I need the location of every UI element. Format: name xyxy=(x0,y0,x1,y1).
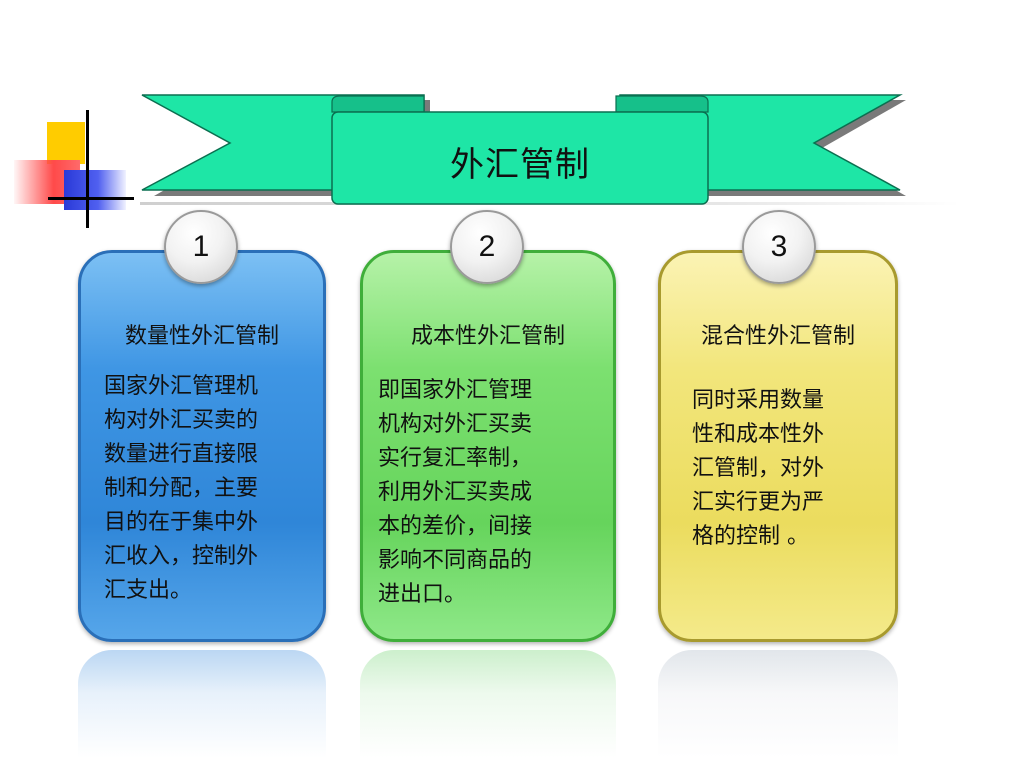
card-mixed xyxy=(658,250,898,642)
card-cost xyxy=(360,250,616,642)
card-2-reflection xyxy=(360,650,616,758)
title-ribbon xyxy=(141,94,906,205)
blue-square xyxy=(64,170,126,210)
corner-decoration xyxy=(0,100,140,230)
card-1-reflection xyxy=(78,650,326,758)
number-badge-3: 3 xyxy=(742,210,816,284)
vertical-line xyxy=(86,110,89,228)
page-title: 外汇管制 xyxy=(450,144,590,185)
card-3-reflection xyxy=(658,650,898,758)
card-quantitative xyxy=(78,250,326,642)
number-badge-2: 2 xyxy=(450,210,524,284)
yellow-square xyxy=(47,122,85,164)
number-badge-1: 1 xyxy=(164,210,238,284)
horizontal-line xyxy=(48,197,134,200)
left-fold xyxy=(331,95,425,113)
right-fold xyxy=(615,95,709,113)
center-panel xyxy=(331,111,709,205)
